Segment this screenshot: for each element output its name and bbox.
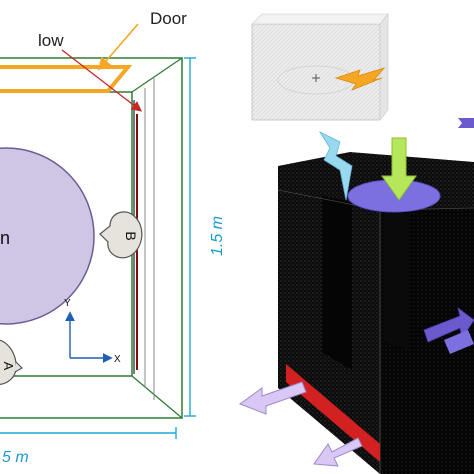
object-b-label: B (123, 231, 139, 240)
perspective-edge-top (131, 57, 183, 93)
object-b: B (99, 211, 143, 259)
height-dimension: 1.5 m (184, 57, 226, 417)
purple-flow-arrow-right-icon (444, 330, 474, 354)
window-label: low (38, 31, 64, 50)
green-inlet-arrow-icon (381, 137, 417, 201)
cold-lightning-icon (318, 131, 353, 201)
wall-inner-shadow (144, 76, 155, 400)
width-dimension: 5 m (0, 427, 177, 466)
person-label: n (0, 228, 10, 248)
coordinate-axes: Y X (64, 298, 121, 365)
outlet-arrow-bottom-icon (313, 437, 363, 467)
room-outer-wall (0, 57, 183, 419)
perspective-edge-bottom (131, 375, 183, 419)
door-frame (0, 65, 133, 93)
object-a: A (0, 339, 23, 385)
door-leader (97, 23, 139, 71)
outlet-arrow-left-icon (238, 381, 307, 415)
door-label: Door (150, 9, 187, 28)
width-dimension-label: 5 m (2, 449, 29, 466)
room-schematic: Door low n B A Y X 1 (0, 9, 226, 466)
person-body (0, 147, 95, 325)
object-a-label: A (1, 362, 16, 371)
small-inlet-arrow-icon (458, 118, 474, 128)
axis-x-label: X (114, 354, 121, 365)
mesh-cube (277, 152, 474, 474)
mesh-panel (238, 13, 474, 474)
axis-y-label: Y (64, 298, 71, 309)
outlet-band (286, 364, 380, 462)
window-leader (61, 49, 143, 112)
height-dimension-label: 1.5 m (209, 216, 226, 256)
lightning-icon (334, 67, 386, 91)
grey-mesh-box (251, 13, 389, 121)
